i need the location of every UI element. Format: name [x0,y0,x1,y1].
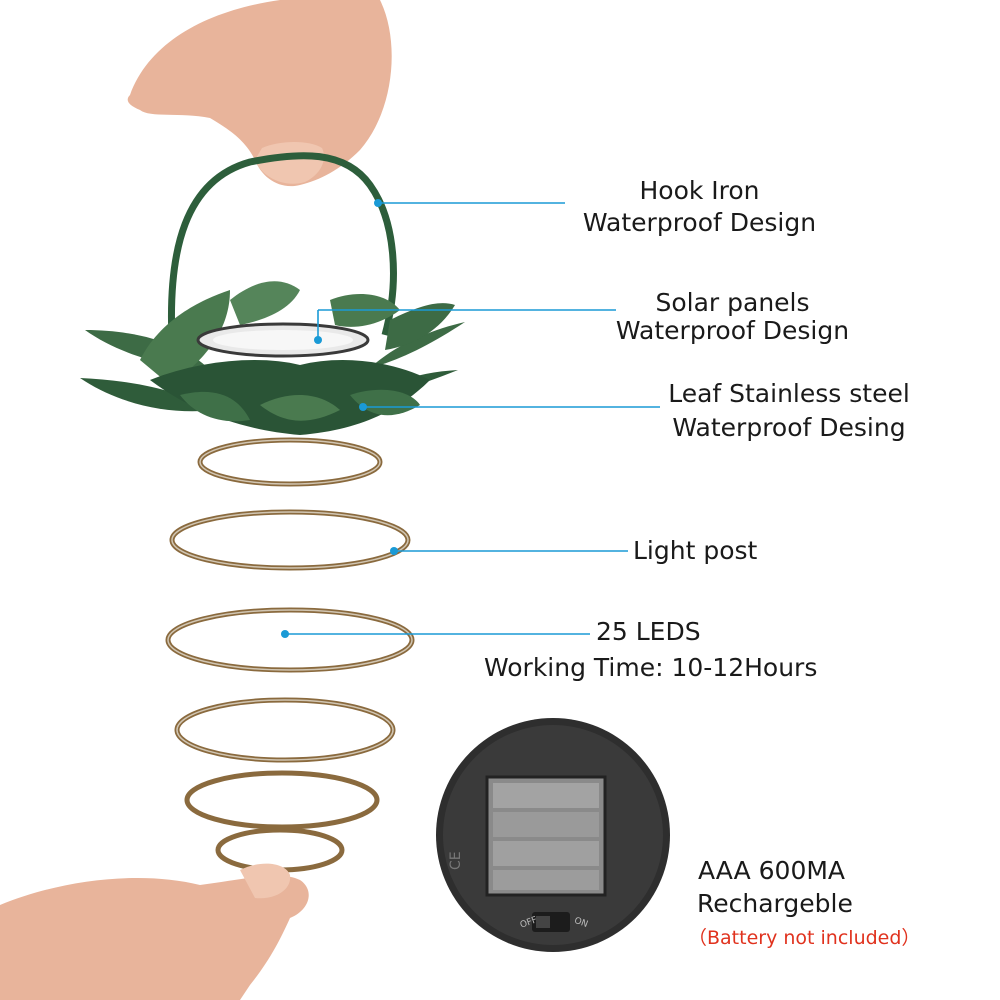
callout-hook-line1: Hook Iron [639,176,760,205]
solar-disc-image: CE [436,718,670,952]
callout-leds-line1: 25 LEDS [596,617,701,646]
callout-leds-line2: Working Time: 10-12Hours [484,653,818,682]
callout-solar-line1: Solar panels [655,288,810,317]
callout-leaf-line2: Waterproof Desing [672,413,906,442]
battery-capacity: AAA 600MA [698,856,846,885]
callout-hook-line2: Waterproof Design [582,208,817,237]
callout-solar-line2: Waterproof Design [615,316,850,345]
light-post-spring-image [165,437,415,873]
leader-lines [285,202,660,635]
callout-leaf-line1: Leaf Stainless steel [668,379,910,408]
leaf-base-image [80,281,465,435]
battery-rechargeable: Rechargeble [697,889,853,918]
battery-note: （Battery not included） [688,927,921,949]
bottom-hand-image [0,863,309,1000]
svg-text:CE: CE [448,851,464,870]
callout-post-line1: Light post [633,536,758,565]
hook-handle-image [168,152,397,341]
